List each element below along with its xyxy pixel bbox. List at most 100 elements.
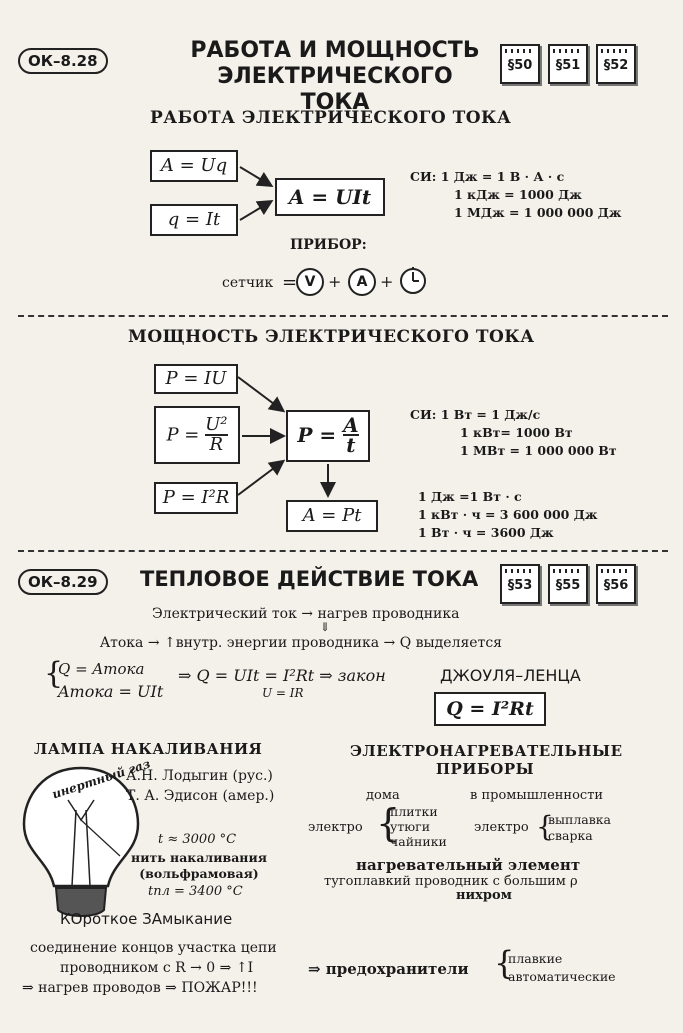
clock-icon bbox=[400, 267, 426, 294]
meter-label: сетчик bbox=[222, 275, 274, 291]
formula-a-pt: A = Pt bbox=[286, 500, 378, 532]
plus-sign-2: + bbox=[380, 272, 394, 291]
short-circuit-line-3: ⇒ нагрев проводов ⇒ ПОЖАР!!! bbox=[22, 980, 258, 996]
filament-label: нить накаливания (вольфрамовая) bbox=[124, 850, 274, 882]
home-item-2: утюги bbox=[390, 819, 431, 834]
device-label: ПРИБОР: bbox=[290, 237, 367, 253]
filament-line-1: нить накаливания bbox=[131, 850, 267, 865]
heaters-home: дома bbox=[366, 788, 400, 803]
heat-line-2: Aтока → ↑внутр. энергии проводника → Q в… bbox=[100, 635, 502, 651]
center-denominator: t bbox=[346, 433, 356, 457]
fuses-brace: { bbox=[494, 944, 515, 982]
fuse-type-2: автоматические bbox=[508, 969, 616, 984]
home-item-3: чайники bbox=[390, 834, 447, 849]
inventor-lodygin: А.Н. Лодыгин (рус.) bbox=[126, 768, 273, 784]
energy-line-2: 1 кВт · ч = 3 600 000 Дж bbox=[418, 507, 598, 522]
power-arrows bbox=[237, 376, 336, 498]
energy-line-1: 1 Дж =1 Вт · с bbox=[418, 489, 522, 504]
inventor-edison: Т. А. Эдисон (амер.) bbox=[126, 788, 275, 804]
industry-item-2: сварка bbox=[548, 828, 593, 843]
heating-element: нагревательный элемент bbox=[356, 856, 581, 874]
joule-law: ДЖОУЛЯ–ЛЕНЦА bbox=[440, 666, 581, 685]
work-arrows bbox=[239, 166, 274, 221]
formula-p-a-t: P = A t bbox=[286, 410, 370, 462]
fuses-label: ⇒ предохранители bbox=[308, 960, 469, 978]
energy-line-3: 1 Вт · ч = 3600 Дж bbox=[418, 525, 554, 540]
lamp-icon bbox=[22, 766, 140, 917]
work-si-units: СИ: 1 Дж = 1 В · А · с 1 кДж = 1000 Дж 1… bbox=[410, 168, 621, 222]
nichrome-label: нихром bbox=[456, 888, 512, 903]
si-line-3: 1 МДж = 1 000 000 Дж bbox=[454, 205, 622, 220]
paragraph-tab-55: §55 bbox=[548, 564, 588, 604]
system-brace: { bbox=[44, 656, 64, 691]
power-si-line-2: 1 кВт= 1000 Вт bbox=[460, 425, 573, 440]
filament-temp: t ≈ 3000 °C bbox=[158, 832, 237, 847]
power-si-units: СИ: 1 Вт = 1 Дж/с 1 кВт= 1000 Вт 1 МВт =… bbox=[410, 406, 617, 460]
formula-a-uq: A = Uq bbox=[150, 150, 238, 182]
voltmeter-icon: V bbox=[296, 268, 324, 296]
home-items: плитки утюги чайники bbox=[390, 804, 447, 849]
formula-p-i2r: P = I²R bbox=[154, 482, 238, 514]
heat-title: ТЕПЛОВОЕ ДЕЙСТВИЕ ТОКА bbox=[140, 567, 479, 591]
paragraph-tab-53: §53 bbox=[500, 564, 540, 604]
industry-item-1: выплавка bbox=[548, 812, 612, 827]
ammeter-icon: A bbox=[348, 268, 376, 296]
heating-material: тугоплавкий проводник с большим ρ bbox=[324, 874, 578, 889]
short-circuit-line-2: проводником с R → 0 ⇒ ↑I bbox=[60, 960, 254, 976]
paragraph-tab-52: §52 bbox=[596, 44, 636, 84]
paragraph-tab-50: §50 bbox=[500, 44, 540, 84]
formula-p-iu: P = IU bbox=[154, 364, 238, 394]
fraction-denominator: R bbox=[209, 434, 224, 455]
home-item-1: плитки bbox=[390, 804, 438, 819]
electro-home: электро bbox=[308, 820, 363, 835]
formula-p-lhs: P = bbox=[166, 424, 200, 446]
page-title: РАБОТА И МОЩНОСТЬ ЭЛЕКТРИЧЕСКОГО ТОКА bbox=[180, 38, 490, 116]
formula-a-uit: A = UIt bbox=[275, 178, 385, 216]
work-heading: РАБОТА ЭЛЕКТРИЧЕСКОГО ТОКА bbox=[150, 108, 512, 128]
paragraph-tab-51: §51 bbox=[548, 44, 588, 84]
home-brace: { bbox=[376, 801, 401, 845]
electro-industry: электро bbox=[474, 820, 529, 835]
heaters-heading-1: ЭЛЕКТРОНАГРЕВАТЕЛЬНЫЕ bbox=[350, 742, 623, 760]
paragraph-tab-56: §56 bbox=[596, 564, 636, 604]
equals-sign: = bbox=[282, 272, 298, 293]
short-circuit-line-1: соединение концов участка цепи bbox=[30, 940, 277, 956]
si-line-1: СИ: 1 Дж = 1 В · А · с bbox=[410, 169, 565, 184]
system-eq-2: Aтока = UIt bbox=[58, 682, 164, 701]
fraction-u2-r: U² R bbox=[205, 414, 228, 455]
center-lhs: P = bbox=[297, 423, 337, 447]
power-si-line-1: СИ: 1 Вт = 1 Дж/с bbox=[410, 407, 541, 422]
center-numerator: A bbox=[343, 413, 359, 437]
lamp-heading: ЛАМПА НАКАЛИВАНИЯ bbox=[34, 740, 263, 758]
filament-line-2: (вольфрамовая) bbox=[139, 866, 259, 881]
fuse-types: плавкие автоматические bbox=[508, 950, 616, 986]
si-line-2: 1 кДж = 1000 Дж bbox=[454, 187, 582, 202]
plus-sign-1: + bbox=[328, 272, 342, 291]
fraction-a-t: A t bbox=[343, 413, 359, 457]
code-badge-ok-8-29: ОК–8.29 bbox=[18, 569, 108, 595]
heaters-heading: ЭЛЕКТРОНАГРЕВАТЕЛЬНЫЕ ПРИБОРЫ bbox=[350, 742, 623, 778]
fraction-numerator: U² bbox=[205, 414, 228, 436]
energy-units: 1 Дж =1 Вт · с 1 кВт · ч = 3 600 000 Дж … bbox=[418, 488, 597, 542]
divider-1 bbox=[18, 315, 668, 317]
heaters-heading-2: ПРИБОРЫ bbox=[435, 760, 535, 778]
divider-2 bbox=[18, 550, 668, 552]
formula-p-u2-r: P = U² R bbox=[154, 406, 240, 464]
short-circuit-heading: КОроткое ЗАмыкание bbox=[60, 910, 233, 928]
joule-chain: ⇒ Q = UIt = I²Rt ⇒ закон bbox=[178, 666, 386, 685]
title-line-2: ЭЛЕКТРИЧЕСКОГО ТОКА bbox=[217, 64, 453, 115]
heat-line-1: Электрический ток → нагрев проводника bbox=[152, 606, 460, 622]
melting-temp: tпл = 3400 °C bbox=[148, 884, 243, 899]
power-si-line-3: 1 МВт = 1 000 000 Вт bbox=[460, 443, 617, 458]
heaters-industry: в промышленности bbox=[470, 788, 604, 803]
ohm-law-sub: U = IR bbox=[262, 686, 304, 700]
fuse-type-1: плавкие bbox=[508, 951, 563, 966]
formula-q-it: q = It bbox=[150, 204, 238, 236]
industry-items: выплавка сварка bbox=[548, 812, 611, 844]
system-eq-1: Q = Aтока bbox=[58, 660, 145, 678]
power-heading: МОЩНОСТЬ ЭЛЕКТРИЧЕСКОГО ТОКА bbox=[128, 327, 535, 347]
title-line-1: РАБОТА И МОЩНОСТЬ bbox=[190, 38, 480, 63]
formula-q-i2rt: Q = I²Rt bbox=[434, 692, 546, 726]
heat-down-arrow: ⇓ bbox=[320, 620, 331, 634]
code-badge-ok-8-28: ОК–8.28 bbox=[18, 48, 108, 74]
